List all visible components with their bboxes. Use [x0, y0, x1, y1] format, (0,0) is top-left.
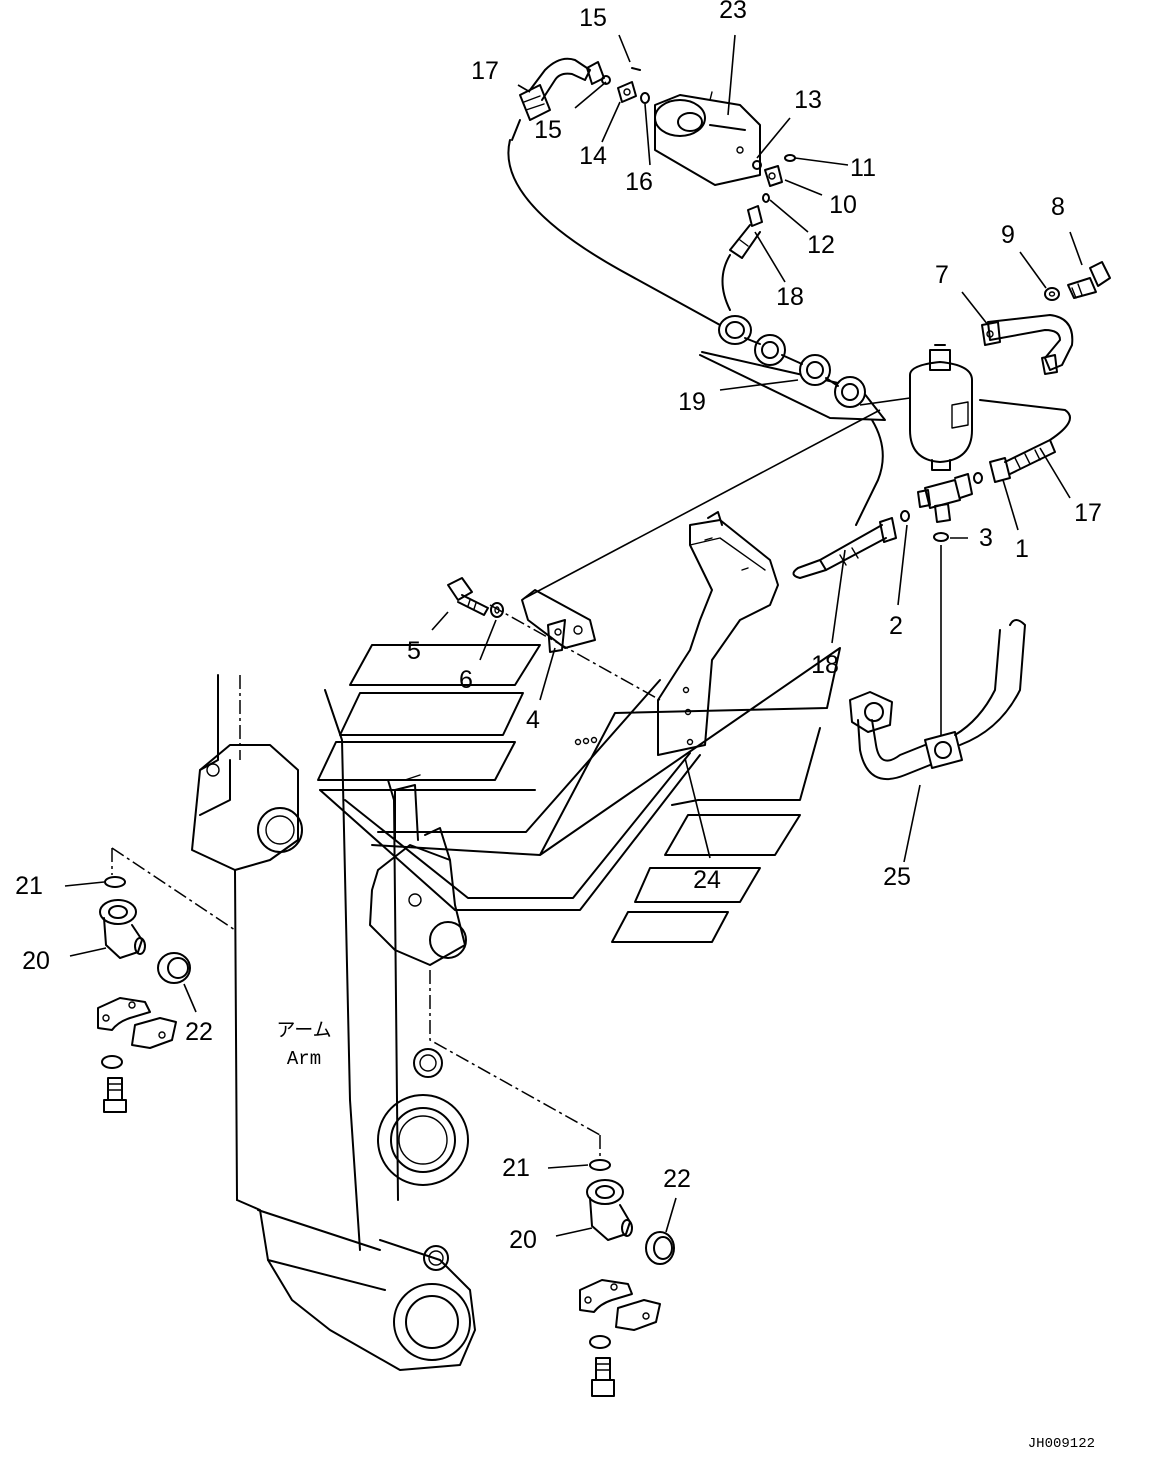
reference-code: JH009122 — [1028, 1436, 1095, 1452]
hose-right — [979, 399, 1071, 483]
callout-21-left: 21 — [15, 872, 43, 900]
arm-label-jp: アーム — [276, 1019, 331, 1041]
o-ring-left — [104, 847, 236, 931]
valve-fitting-left — [601, 67, 650, 104]
callout-19: 19 — [678, 388, 706, 416]
callout-21-bottom: 21 — [502, 1154, 530, 1182]
callout-23: 23 — [719, 0, 747, 24]
callout-15-top: 15 — [579, 4, 607, 32]
callout-22-bottom: 22 — [663, 1165, 691, 1193]
callout-numbers: 1 2 3 4 5 6 7 8 9 10 11 12 13 14 15 15 1… — [15, 0, 1102, 1254]
o-ring-bottom — [589, 1159, 611, 1171]
accumulator-clamp — [981, 314, 1074, 375]
callout-1: 1 — [1015, 535, 1029, 563]
callout-25: 25 — [883, 863, 911, 891]
o-rings — [900, 472, 983, 542]
callout-17-right: 17 — [1074, 499, 1102, 527]
callout-17-top: 17 — [471, 57, 499, 85]
split-flange-left — [97, 997, 177, 1113]
valve-fitting-right — [752, 154, 796, 203]
callout-8: 8 — [1051, 193, 1065, 221]
callout-20-left: 20 — [22, 947, 50, 975]
arm-bracket — [489, 409, 881, 701]
bracket-bolt — [447, 577, 489, 616]
arm-mounting-plate — [317, 644, 841, 943]
clamp-bolt — [1067, 261, 1111, 299]
upper-hose — [507, 57, 721, 326]
accumulator — [859, 344, 973, 471]
hose-clamp-set — [699, 315, 886, 421]
callout-14: 14 — [579, 142, 607, 170]
split-flange-bottom — [579, 1279, 661, 1397]
callout-4: 4 — [526, 706, 540, 734]
callout-18-top: 18 — [776, 283, 804, 311]
callout-15-mid: 15 — [534, 116, 562, 144]
callout-6: 6 — [459, 666, 473, 694]
callout-10: 10 — [829, 191, 857, 219]
callout-11: 11 — [850, 154, 876, 182]
stay-bracket — [657, 511, 779, 756]
clamp-washer — [1044, 287, 1060, 301]
arm-structure — [191, 674, 601, 1371]
pipe-assembly — [849, 545, 1026, 780]
callout-7: 7 — [935, 261, 949, 289]
callout-22-left: 22 — [185, 1018, 213, 1046]
solenoid-valve — [654, 91, 761, 186]
callout-12: 12 — [807, 231, 835, 259]
hose-center — [792, 419, 897, 579]
callout-9: 9 — [1001, 221, 1015, 249]
elbow-fitting-bottom — [586, 1179, 633, 1241]
callout-24: 24 — [693, 866, 721, 894]
leader-lines — [64, 34, 1083, 1237]
cap-left — [157, 952, 191, 984]
callout-16: 16 — [625, 168, 653, 196]
arm-label-en: Arm — [287, 1048, 321, 1070]
callout-5: 5 — [407, 637, 421, 665]
tee-fitting — [917, 473, 973, 523]
arm-label: アーム Arm — [276, 1019, 331, 1070]
callout-20-bottom: 20 — [509, 1226, 537, 1254]
hose-18-upper — [721, 205, 763, 311]
bracket-washer — [490, 602, 504, 618]
cap-bottom — [645, 1231, 675, 1265]
callout-18-mid: 18 — [811, 651, 839, 679]
callout-13: 13 — [794, 86, 822, 114]
elbow-fitting-left — [99, 899, 146, 959]
callout-3: 3 — [979, 524, 993, 552]
callout-2: 2 — [889, 612, 903, 640]
